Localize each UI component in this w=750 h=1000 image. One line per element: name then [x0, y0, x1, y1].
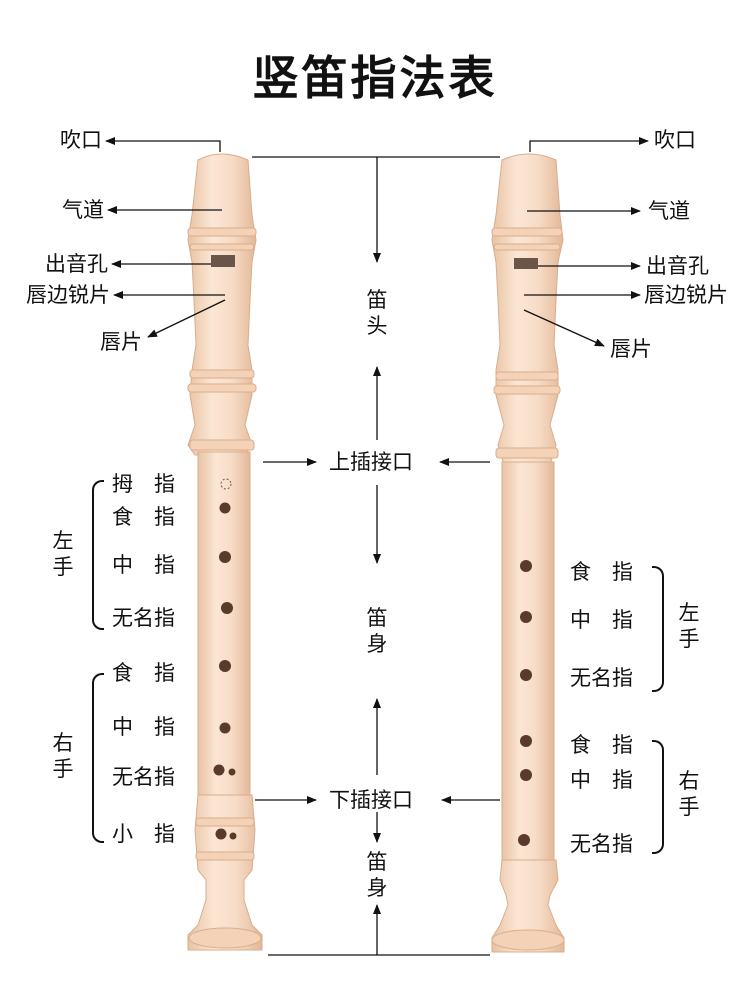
right-label-window: 出音孔 — [646, 254, 709, 278]
finger-label: 食 指 — [112, 505, 175, 529]
left-hole-3 — [221, 602, 233, 614]
left-hole-4 — [219, 660, 231, 672]
left-recorder — [187, 153, 263, 951]
left-leader-lines — [105, 137, 226, 338]
finger-label: 中 指 — [112, 715, 175, 739]
finger-label: 无名指 — [112, 606, 175, 630]
finger-label: 拇 指 — [112, 472, 175, 496]
left-window-hole — [211, 255, 235, 267]
right-hand-brace-right — [652, 740, 664, 854]
right-recorder-body — [501, 461, 555, 863]
left-hand-brace — [92, 480, 104, 630]
right-hole-1 — [520, 560, 532, 572]
left-hand-brace-right — [652, 566, 664, 692]
left-label-windway: 气道 — [62, 198, 104, 222]
left-recorder-head — [187, 153, 257, 456]
right-hole-3 — [520, 669, 532, 681]
right-label-mouthpiece: 吹口 — [654, 128, 696, 152]
right-window-hole — [514, 258, 538, 269]
left-hole-1 — [219, 502, 231, 514]
right-label-windway: 气道 — [648, 199, 690, 223]
right-hole-5 — [520, 769, 532, 781]
left-hole-7b — [229, 832, 237, 840]
right-recorder-head — [491, 153, 564, 466]
center-label-upper-joint: 上插接口 — [327, 450, 415, 474]
left-hole-6a — [213, 764, 225, 776]
left-hand-label-right: 左手 — [678, 601, 700, 651]
left-hand-label: 左手 — [52, 529, 74, 579]
finger-label: 食 指 — [112, 661, 175, 685]
right-label-lip: 唇片 — [610, 337, 652, 361]
finger-label: 中 指 — [112, 553, 175, 577]
right-hole-6 — [518, 834, 530, 846]
right-leader-lines — [523, 137, 649, 347]
left-thumb-hole — [220, 478, 232, 490]
page-title: 竖笛指法表 — [252, 51, 498, 105]
center-label-lower-joint: 下插接口 — [327, 788, 415, 812]
right-hand-label-right: 右手 — [678, 769, 700, 819]
right-hand-label-left: 右手 — [52, 731, 74, 781]
center-label-foot: 笛身 — [366, 850, 388, 900]
finger-label: 食 指 — [570, 733, 633, 757]
left-label-lip: 唇片 — [100, 330, 142, 354]
left-hole-2 — [219, 551, 231, 563]
left-hole-7a — [215, 828, 227, 840]
right-label-labium-edge: 唇边锐片 — [644, 283, 728, 307]
left-label-window: 出音孔 — [45, 252, 108, 276]
finger-label: 无名指 — [570, 666, 633, 690]
finger-label: 食 指 — [570, 560, 633, 584]
center-dimension-lines — [252, 156, 500, 956]
finger-label: 无名指 — [112, 765, 175, 789]
left-label-mouthpiece: 吹口 — [60, 128, 102, 152]
left-label-labium-edge: 唇边锐片 — [26, 283, 110, 307]
finger-label: 中 指 — [570, 608, 633, 632]
right-hole-4 — [520, 735, 532, 747]
right-hole-2 — [520, 611, 532, 623]
finger-label: 中 指 — [570, 768, 633, 792]
center-label-head: 笛头 — [366, 288, 388, 338]
finger-label: 无名指 — [570, 832, 633, 856]
center-label-body: 笛身 — [366, 606, 388, 656]
finger-label: 小 指 — [112, 822, 175, 846]
right-hand-brace-left — [92, 673, 104, 843]
left-hole-5 — [219, 722, 231, 734]
right-recorder — [491, 153, 565, 953]
left-hole-6b — [228, 768, 236, 776]
